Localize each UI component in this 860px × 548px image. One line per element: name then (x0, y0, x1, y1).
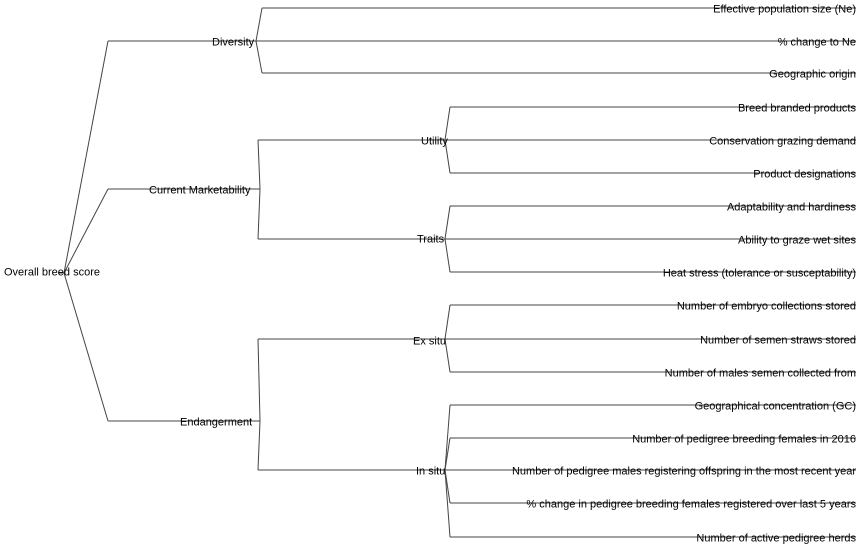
leaf-geographical-concentration: Geographical concentration (GC) (695, 401, 856, 413)
leaf-adaptability-and-hardiness: Adaptability and hardiness (727, 202, 857, 214)
leaf-ability-to-graze-wet-sites: Ability to graze wet sites (738, 235, 856, 247)
leaf-pedigree-breeding-females-2016: Number of pedigree breeding females in 2… (632, 434, 856, 446)
leaf-active-pedigree-herds: Number of active pedigree herds (696, 533, 856, 545)
edge-marketability-traits-diag (257, 188, 261, 240)
leaf-pedigree-males-registering: Number of pedigree males registering off… (512, 466, 856, 478)
edge-exsitu-embryo (444, 304, 451, 340)
edge-endangerment-exsitu-diag (257, 338, 261, 422)
edge-layer (58, 7, 856, 538)
node-endangerment: Endangerment (180, 417, 252, 429)
leaf-breed-branded-products: Breed branded products (738, 103, 857, 115)
edge-marketability-utility-diag (257, 139, 261, 190)
leaf-geographic-origin: Geographic origin (769, 69, 856, 81)
edge-root-endangerment (63, 272, 109, 422)
leaf-males-semen-collected: Number of males semen collected from (665, 368, 856, 380)
edge-traits-adaptability (444, 205, 451, 240)
leaf-embryo-collections: Number of embryo collections stored (677, 301, 856, 313)
edge-root-marketability (63, 188, 109, 274)
leaf-change-to-ne: % change to Ne (778, 37, 856, 49)
leaf-product-designations: Product designations (753, 169, 856, 181)
edge-endangerment-insitu-diag (257, 420, 261, 471)
node-utility: Utility (421, 136, 448, 148)
leaf-change-pedigree-females: % change in pedigree breeding females re… (526, 499, 856, 511)
node-in-situ: In situ (416, 466, 445, 478)
edge-insitu-females-2016 (444, 437, 451, 471)
edge-root-diversity (63, 40, 109, 274)
edge-utility-designations (444, 139, 451, 174)
edge-exsitu-males (444, 338, 451, 373)
edge-traits-heat (444, 238, 451, 273)
root-label: Overall breed score (4, 267, 100, 279)
edge-insitu-herds (444, 469, 451, 538)
leaf-conservation-grazing-demand: Conservation grazing demand (709, 136, 856, 148)
leaf-heat-stress: Heat stress (tolerance or susceptability… (663, 268, 856, 280)
node-ex-situ: Ex situ (413, 336, 446, 348)
edge-diversity-ne (255, 7, 263, 42)
node-traits: Traits (417, 234, 445, 246)
node-current-marketability: Current Marketability (149, 185, 251, 197)
leaf-effective-population-size: Effective population size (Ne) (713, 4, 856, 16)
edge-insitu-gc (444, 404, 451, 471)
edge-utility-branded (444, 106, 451, 141)
leaf-semen-straws: Number of semen straws stored (700, 335, 856, 347)
node-diversity: Diversity (212, 37, 255, 49)
edge-diversity-origin (255, 40, 263, 74)
